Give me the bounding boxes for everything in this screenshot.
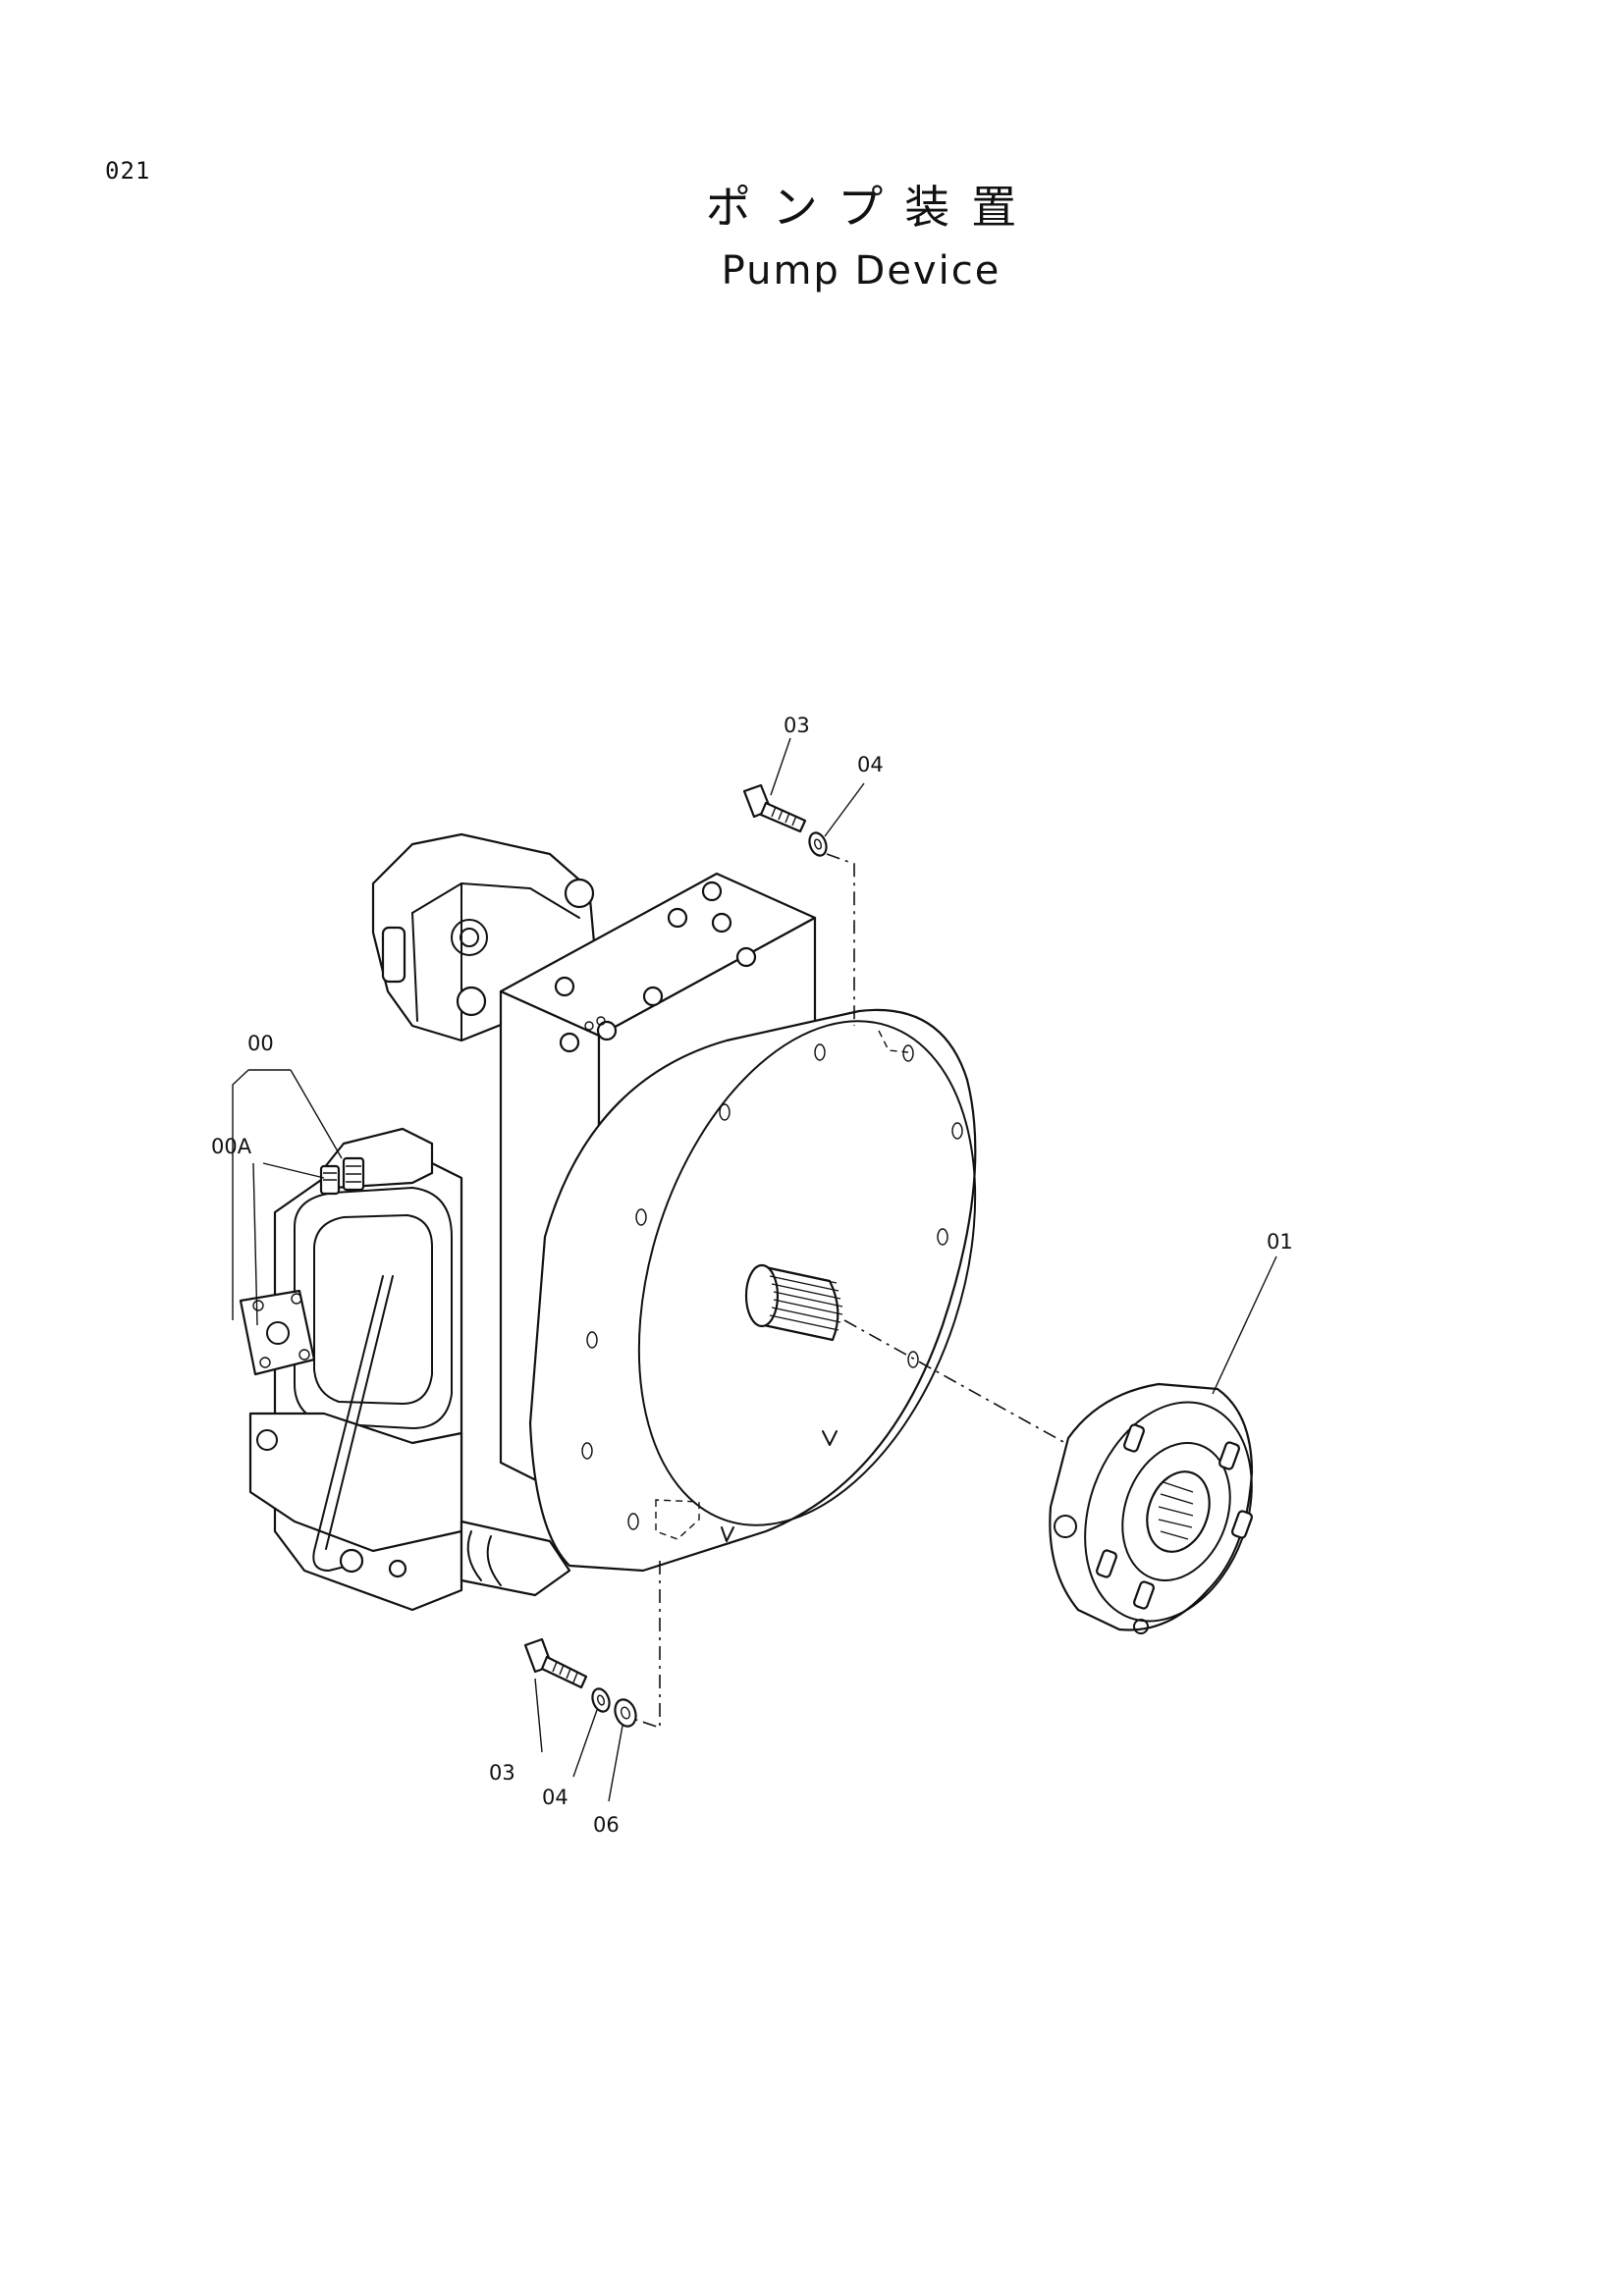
bolt-bottom: [523, 1637, 588, 1689]
part-label-03-bottom: 03: [489, 1761, 515, 1785]
part-label-04-bottom: 04: [542, 1786, 568, 1809]
splined-shaft: [744, 1263, 843, 1342]
washer-top: [808, 831, 828, 857]
bolt-top: [742, 783, 807, 833]
washer-bottom: [591, 1687, 611, 1713]
coupling: [1049, 1382, 1254, 1634]
page-title-english: Pump Device: [721, 248, 1001, 294]
spacer-bottom: [614, 1698, 637, 1728]
page-title-japanese: ポンプ装置: [705, 181, 1039, 234]
leader-lines: [232, 737, 1277, 1802]
part-label-00a: 00A: [211, 1135, 252, 1158]
page-number: 021: [105, 157, 151, 185]
part-callouts: 00 00A 01 03 04 03 04 06: [211, 714, 1293, 1837]
assembly-lines: [635, 853, 1066, 1730]
part-label-00: 00: [247, 1032, 274, 1055]
title-block: ポンプ装置 Pump Device: [0, 172, 1624, 294]
part-label-06: 06: [593, 1813, 620, 1837]
part-label-01: 01: [1267, 1230, 1293, 1254]
part-label-03-top: 03: [784, 714, 810, 737]
part-label-04-top: 04: [857, 753, 884, 776]
regulator-body: [239, 1127, 571, 1612]
